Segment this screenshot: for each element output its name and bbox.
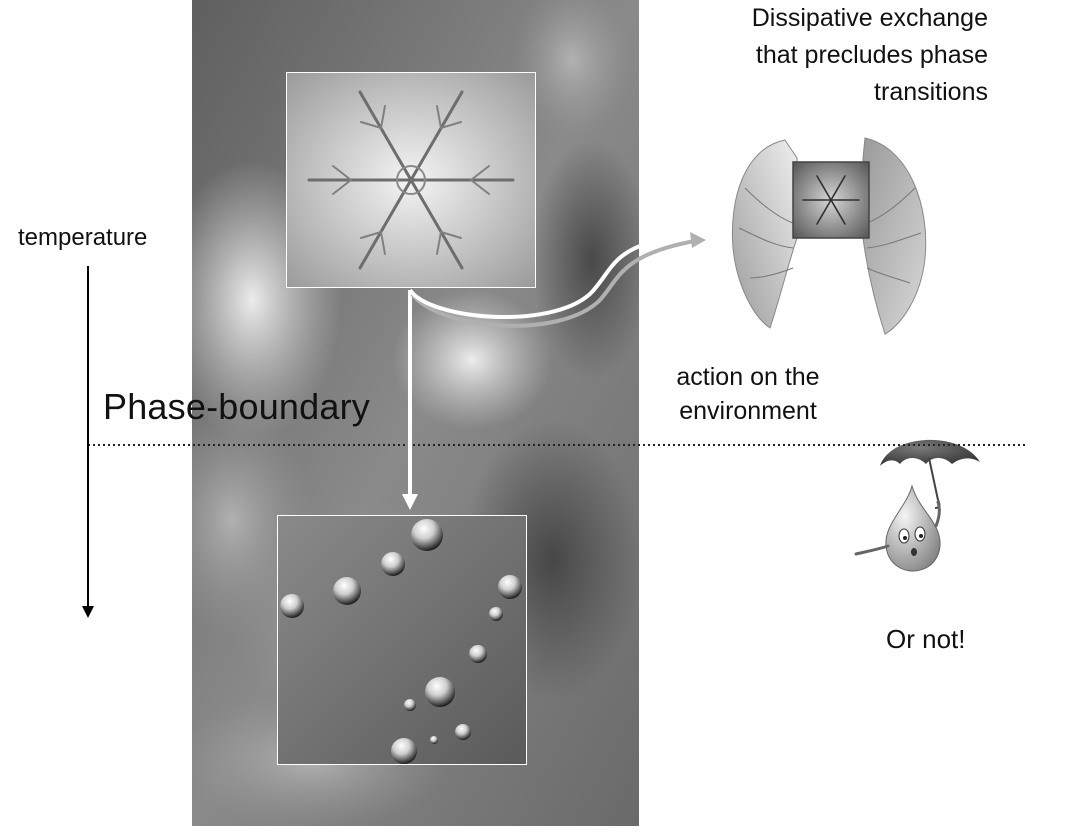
phase-boundary-label: Phase-boundary	[103, 386, 370, 427]
snowflake-icon	[802, 175, 860, 225]
dissipative-exchange-label: Dissipative exchange that precludes phas…	[751, 4, 988, 106]
umbrella-droplet-character-icon	[854, 439, 980, 572]
angel-wings-icon	[731, 137, 927, 335]
water-droplets-icon	[280, 519, 522, 764]
water-droplets-image	[277, 515, 527, 765]
down-arrow-icon	[82, 606, 94, 618]
snowflake-image	[286, 72, 536, 288]
or-not-label: Or not!	[886, 624, 966, 654]
action-on-environment-label: action on the environment	[676, 363, 820, 425]
temperature-label: temperature	[18, 224, 148, 251]
